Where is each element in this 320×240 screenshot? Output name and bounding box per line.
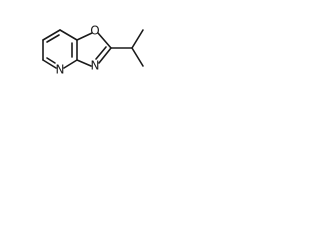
double-bond-c7-c6	[46, 34, 60, 43]
bond-n3-c3a	[76, 59, 92, 67]
atom-label-oxazole-nitrogen: N	[91, 59, 100, 73]
oxazole-ring	[76, 32, 112, 67]
atom-labels: O N N	[56, 24, 100, 77]
bond-o1-c2	[97, 32, 112, 49]
pyridine-ring	[42, 29, 78, 69]
bond-c5-n4	[42, 59, 57, 69]
bond-c7-c6	[42, 29, 61, 41]
bond-ch-ch3-lower	[131, 47, 144, 67]
bond-c7a-c7	[59, 29, 78, 41]
atom-label-pyridine-nitrogen: N	[56, 63, 65, 77]
isopropyl-group	[110, 29, 144, 67]
bond-ch-ch3-upper	[131, 29, 144, 49]
bond-c7a-o1	[76, 32, 93, 41]
bond-c2-n3	[98, 47, 112, 64]
chemical-structure: O N N	[42, 24, 144, 77]
double-bond-c2-n3	[95, 46, 107, 60]
bond-n4-c3a	[63, 59, 78, 69]
atom-label-oxygen: O	[90, 24, 99, 38]
double-bond-c5-n4	[46, 57, 56, 64]
